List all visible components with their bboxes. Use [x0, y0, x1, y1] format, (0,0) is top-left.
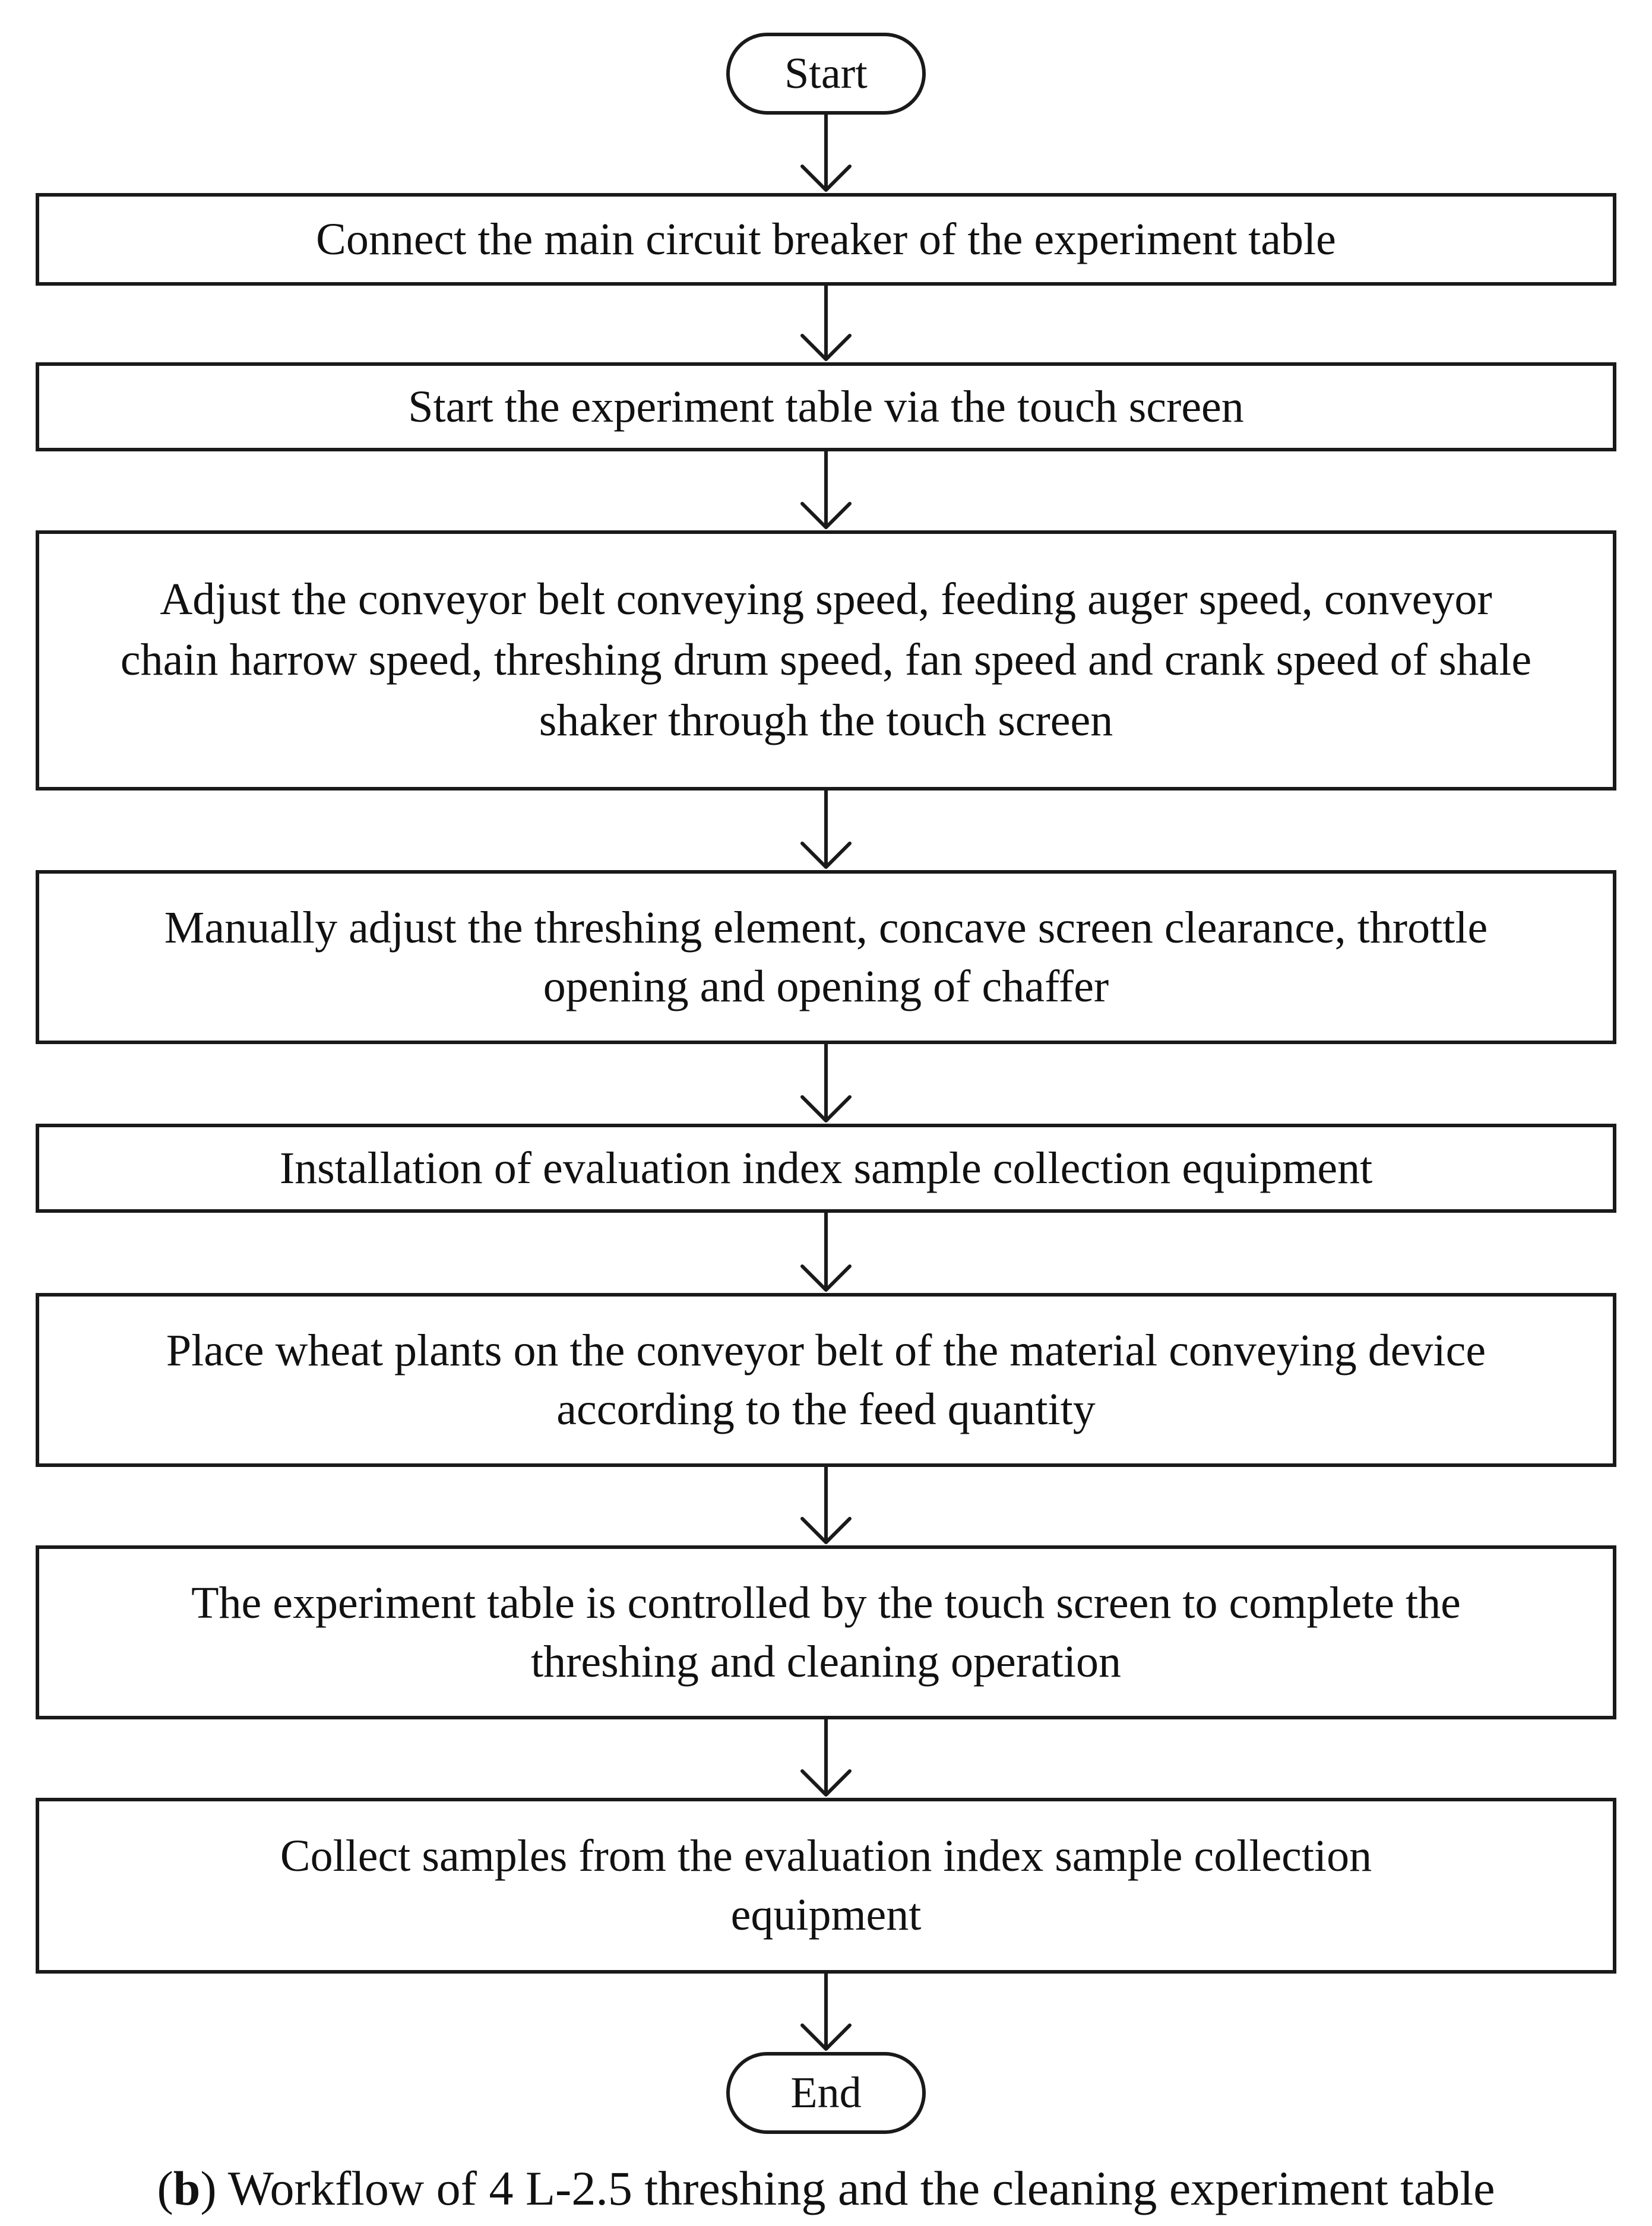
arrow-step-2-to-step-3	[800, 448, 852, 529]
step-8-text: Collect samples from the evaluation inde…	[280, 1831, 1372, 1940]
start-terminal: Start	[726, 33, 926, 115]
start-label: Start	[784, 49, 868, 98]
step-1-text: Connect the main circuit breaker of the …	[316, 214, 1336, 264]
step-4-text: Manually adjust the threshing element, c…	[164, 902, 1488, 1011]
caption-open-paren: (	[157, 2161, 173, 2215]
caption-panel-letter: b	[173, 2161, 201, 2215]
step-7-text: The experiment table is controlled by th…	[191, 1577, 1461, 1687]
step-6-text: Place wheat plants on the conveyor belt …	[166, 1325, 1486, 1434]
caption-text: ) Workflow of 4 L-2.5 threshing and the …	[200, 2161, 1495, 2215]
step-4-box: Manually adjust the threshing element, c…	[36, 870, 1616, 1044]
arrow-step-5-to-step-6	[800, 1210, 852, 1292]
arrow-step-6-to-step-7	[800, 1463, 852, 1544]
arrow-step-7-to-step-8	[800, 1716, 852, 1797]
arrow-step-3-to-step-4	[800, 787, 852, 869]
step-1-box: Connect the main circuit breaker of the …	[36, 193, 1616, 286]
arrow-step-4-to-step-5	[800, 1041, 852, 1123]
step-5-text: Installation of evaluation index sample …	[279, 1143, 1373, 1193]
step-2-box: Start the experiment table via the touch…	[36, 362, 1616, 451]
end-label: End	[790, 2069, 862, 2117]
figure-caption: (b) Workflow of 4 L-2.5 threshing and th…	[0, 2161, 1652, 2215]
end-terminal: End	[726, 2052, 926, 2134]
arrow-step-8-to-end	[800, 1970, 852, 2051]
step-3-text: Adjust the conveyor belt conveying speed…	[120, 574, 1532, 745]
step-2-text: Start the experiment table via the touch…	[408, 381, 1244, 432]
step-8-box: Collect samples from the evaluation inde…	[36, 1798, 1616, 1974]
step-3-box: Adjust the conveyor belt conveying speed…	[36, 530, 1616, 791]
step-5-box: Installation of evaluation index sample …	[36, 1124, 1616, 1213]
arrow-start-to-step-1	[800, 111, 852, 192]
step-6-box: Place wheat plants on the conveyor belt …	[36, 1293, 1616, 1467]
arrow-step-1-to-step-2	[800, 282, 852, 361]
step-7-box: The experiment table is controlled by th…	[36, 1545, 1616, 1719]
